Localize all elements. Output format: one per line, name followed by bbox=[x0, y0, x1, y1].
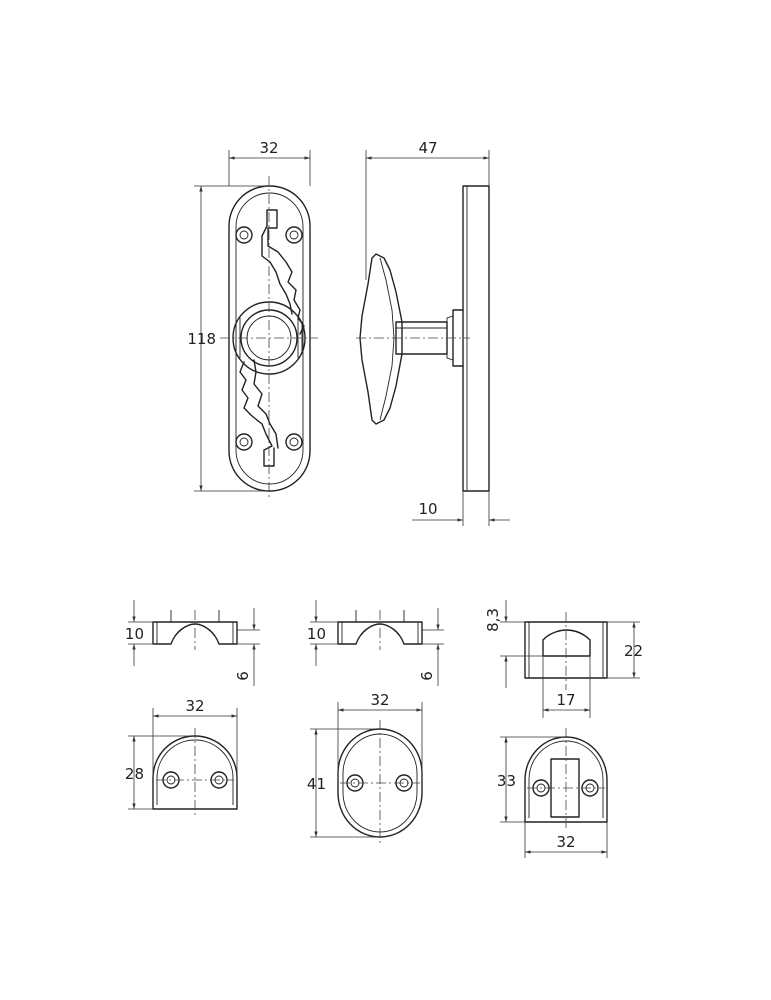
dim-label: 32 bbox=[185, 697, 204, 715]
dimension-plate-thickness: 10 bbox=[412, 491, 510, 526]
screw-hole bbox=[285, 433, 303, 451]
dim-label: 10 bbox=[125, 625, 144, 643]
dimension-keeper2-offset: 6 bbox=[418, 608, 444, 686]
dim-label: 6 bbox=[418, 671, 436, 681]
dimension-keeper1-width: 32 bbox=[152, 697, 238, 778]
lower-cam-profile bbox=[239, 359, 279, 467]
dim-label: 8,3 bbox=[484, 608, 502, 632]
dim-label: 10 bbox=[307, 625, 326, 643]
dim-label: 32 bbox=[556, 833, 575, 851]
dimension-keeper3-height: 22 bbox=[607, 621, 643, 679]
dimension-rosette-height: 118 bbox=[187, 185, 269, 492]
dimension-keeper1-offset: 6 bbox=[234, 608, 260, 686]
dim-label: 47 bbox=[418, 139, 437, 157]
dimension-keeper3-depth: 33 bbox=[497, 736, 566, 823]
dimension-keeper3-width: 32 bbox=[524, 822, 608, 858]
knob-side-view bbox=[356, 185, 490, 492]
keeper-1-side-view bbox=[152, 610, 238, 650]
dimension-keeper1-height: 10 bbox=[125, 600, 153, 666]
dimension-keeper2-height: 10 bbox=[307, 600, 338, 666]
keeper-3-side-view bbox=[524, 612, 608, 690]
dimension-keeper1-depth: 28 bbox=[125, 735, 195, 810]
dim-label: 22 bbox=[624, 642, 643, 660]
dim-label: 32 bbox=[259, 139, 278, 157]
dim-label: 28 bbox=[125, 765, 144, 783]
keeper-2-side-view bbox=[337, 610, 423, 650]
dimension-knob-projection: 47 bbox=[365, 139, 490, 280]
dimension-rosette-width: 32 bbox=[228, 139, 311, 186]
dim-label: 32 bbox=[370, 691, 389, 709]
keeper-1-top-view bbox=[152, 728, 238, 816]
screw-hole bbox=[235, 433, 253, 451]
dimension-keeper2-depth: 41 bbox=[307, 728, 380, 838]
dim-label: 17 bbox=[556, 691, 575, 709]
upper-cam-profile bbox=[261, 209, 305, 335]
dimension-keeper3-slot: 8,3 bbox=[484, 600, 543, 688]
dim-label: 6 bbox=[234, 671, 252, 681]
keeper-3-top-view bbox=[524, 728, 608, 830]
dimension-keeper3-slot-width: 17 bbox=[542, 656, 591, 718]
dim-label: 33 bbox=[497, 772, 516, 790]
screw-hole bbox=[235, 226, 253, 244]
dimension-keeper2-width: 32 bbox=[337, 691, 423, 780]
dim-label: 10 bbox=[418, 500, 437, 518]
dim-label: 118 bbox=[187, 330, 216, 348]
keeper-2-top-view bbox=[337, 720, 423, 846]
screw-hole bbox=[285, 226, 303, 244]
dim-label: 41 bbox=[307, 775, 326, 793]
rosette-front-view bbox=[220, 176, 318, 500]
